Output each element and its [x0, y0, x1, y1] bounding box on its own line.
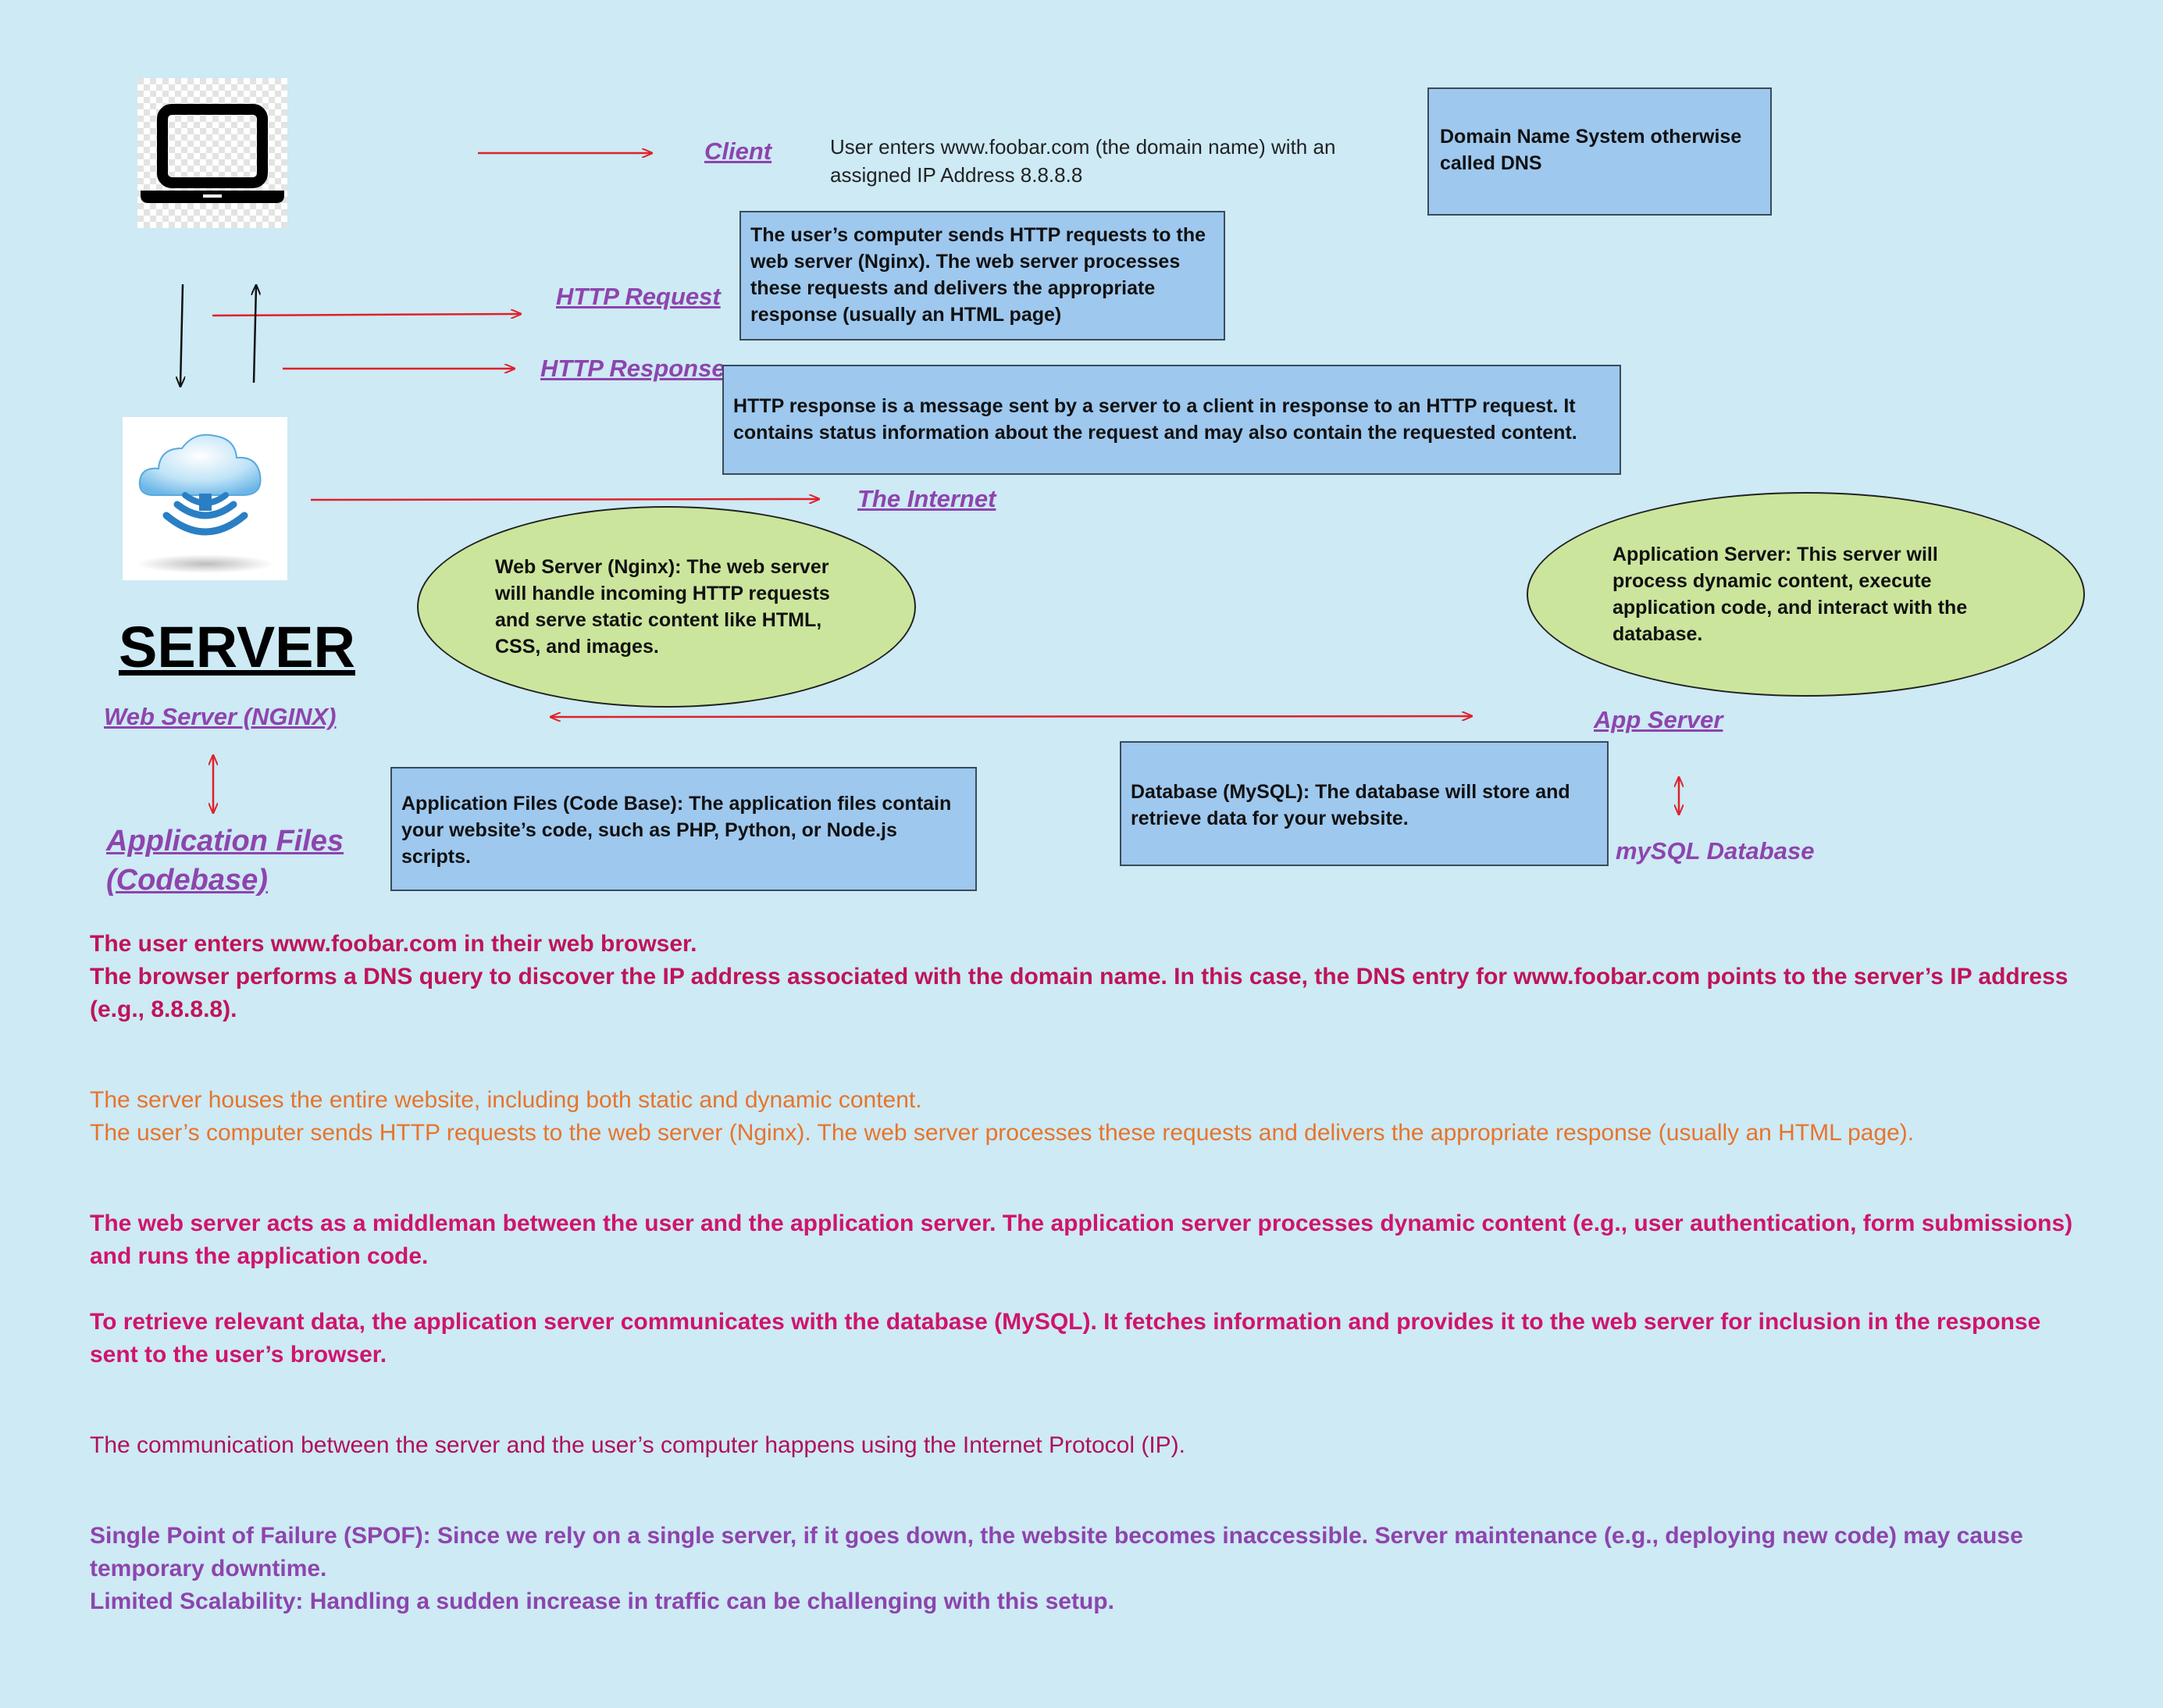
laptop-icon: [137, 78, 287, 228]
arrow-to-internet: [310, 499, 818, 500]
app-server-ellipse: Application Server: This server will pro…: [1527, 492, 2085, 697]
para-1-line-2: The browser performs a DNS query to disc…: [90, 964, 2069, 1022]
http-request-label[interactable]: HTTP Request: [556, 283, 721, 310]
app-server-ellipse-text: Application Server: This server will pro…: [1612, 544, 1968, 645]
database-box: Database (MySQL): The database will stor…: [1120, 741, 1609, 866]
para-1-line-1: The user enters www.foobar.com in their …: [90, 931, 697, 957]
cloud-wifi-icon: [123, 417, 287, 580]
para-6-line-1: Single Point of Failure (SPOF): Since we…: [90, 1523, 2023, 1581]
arrow-down-laptop-to-server: [180, 283, 183, 386]
para-6-line-2: Limited Scalability: Handling a sudden i…: [90, 1589, 1114, 1614]
mysql-database-label: mySQL Database: [1616, 837, 1815, 865]
http-response-box: HTTP response is a message sent by a ser…: [722, 365, 1621, 475]
application-files-box: Application Files (Code Base): The appli…: [390, 767, 977, 891]
server-title: SERVER: [119, 615, 355, 679]
para-2-line-2: The user’s computer sends HTTP requests …: [90, 1120, 1915, 1146]
app-server-label[interactable]: App Server: [1594, 706, 1723, 733]
dns-box: Domain Name System otherwise called DNS: [1427, 87, 1772, 216]
para-2-line-1: The server houses the entire website, in…: [90, 1087, 922, 1113]
application-files-label[interactable]: Application Files (Codebase): [106, 825, 344, 897]
web-server-ellipse-text: Web Server (Nginx): The web server will …: [495, 556, 830, 658]
http-request-box: The user’s computer sends HTTP requests …: [739, 211, 1225, 341]
arrow-to-http-request: [212, 314, 520, 316]
web-server-label[interactable]: Web Server (NGINX): [104, 703, 337, 730]
para-5: The communication between the server and…: [90, 1432, 1185, 1458]
explanation-text: The user enters www.foobar.com in their …: [90, 928, 2089, 1618]
para-3: The web server acts as a middleman betwe…: [90, 1211, 2073, 1269]
client-note: User enters www.foobar.com (the domain n…: [830, 135, 1336, 187]
internet-label[interactable]: The Internet: [857, 485, 996, 512]
arrow-webserver-appserver: [551, 716, 1471, 717]
client-label[interactable]: Client: [704, 137, 772, 165]
web-server-ellipse: Web Server (Nginx): The web server will …: [417, 506, 916, 708]
arrow-up-server-to-laptop: [254, 286, 256, 383]
para-4: To retrieve relevant data, the applicati…: [90, 1309, 2041, 1367]
http-response-label[interactable]: HTTP Response: [540, 355, 725, 382]
